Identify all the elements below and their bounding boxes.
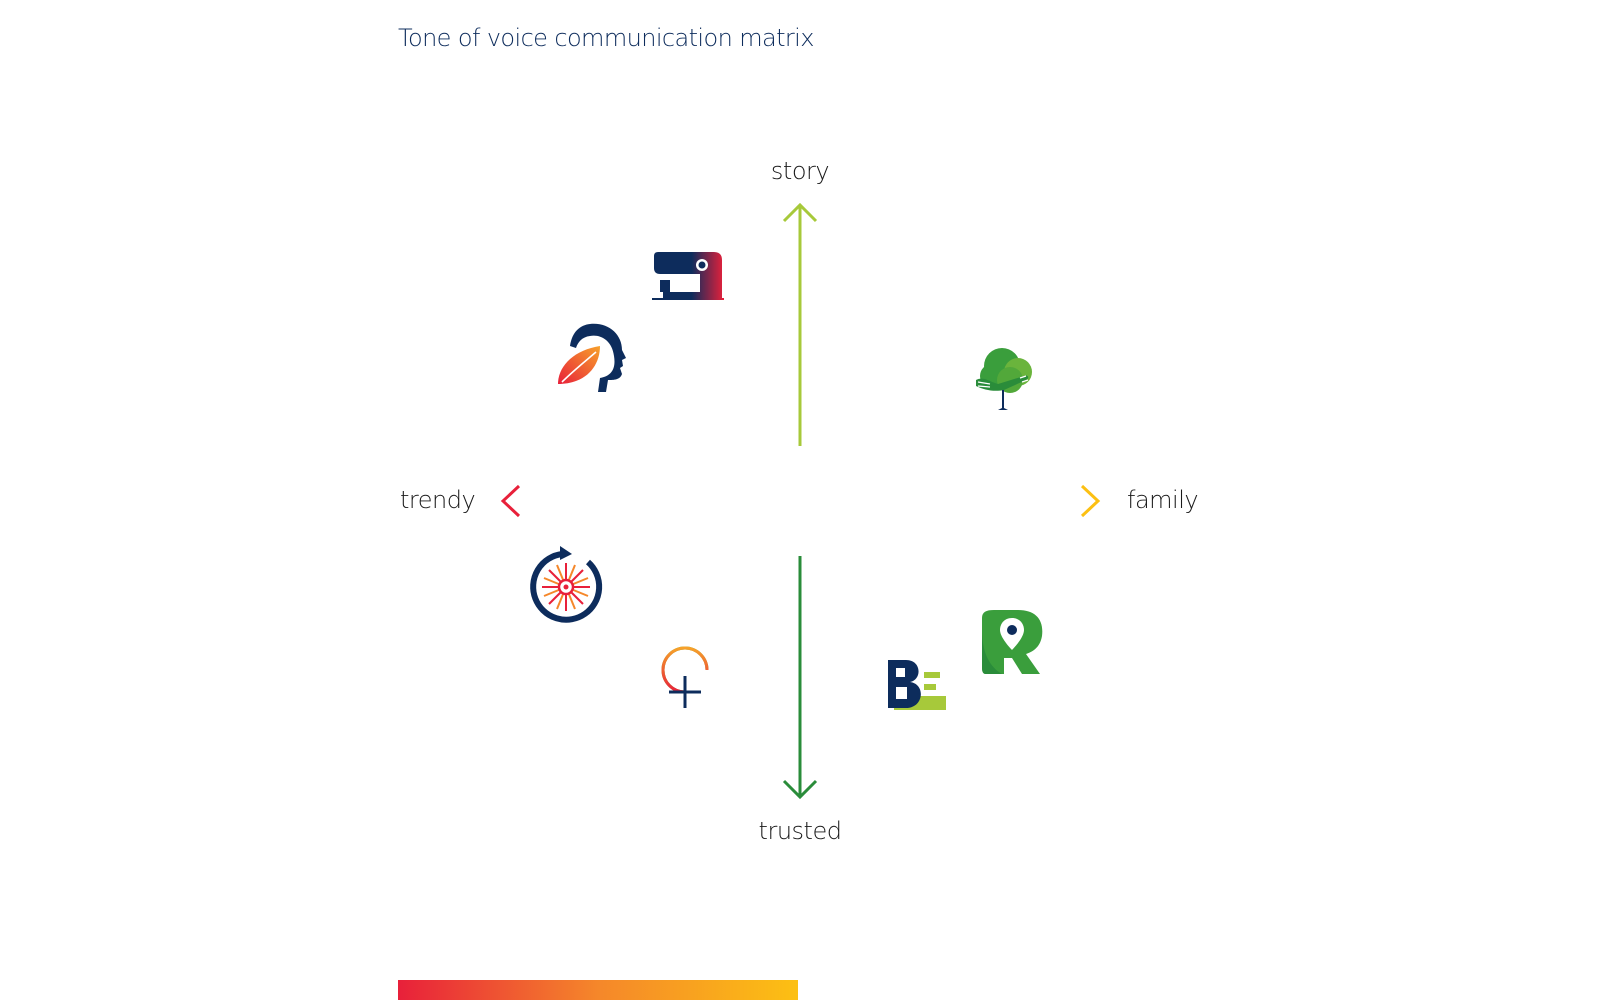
gradient-bar (398, 980, 798, 1000)
axis-up-arrow (782, 202, 818, 446)
axis-right-arrow (855, 484, 1101, 518)
axis-label-story: story (770, 157, 830, 185)
wheel-cycle-logo (530, 546, 603, 623)
be-letters-logo (888, 660, 946, 710)
axis-label-trendy: trendy (400, 486, 476, 514)
axis-down-arrow (782, 556, 818, 800)
r-pin-logo (982, 610, 1043, 674)
page-title: Tone of voice communication matrix (398, 24, 814, 52)
sewing-machine-logo (652, 252, 724, 300)
axis-label-trusted: trusted (758, 817, 842, 845)
tree-hands-logo (976, 348, 1032, 410)
axis-left-arrow (500, 484, 746, 518)
infinity-plus-logo (661, 646, 709, 708)
leaf-head-logo (558, 323, 626, 392)
axis-label-family: family (1127, 486, 1199, 514)
